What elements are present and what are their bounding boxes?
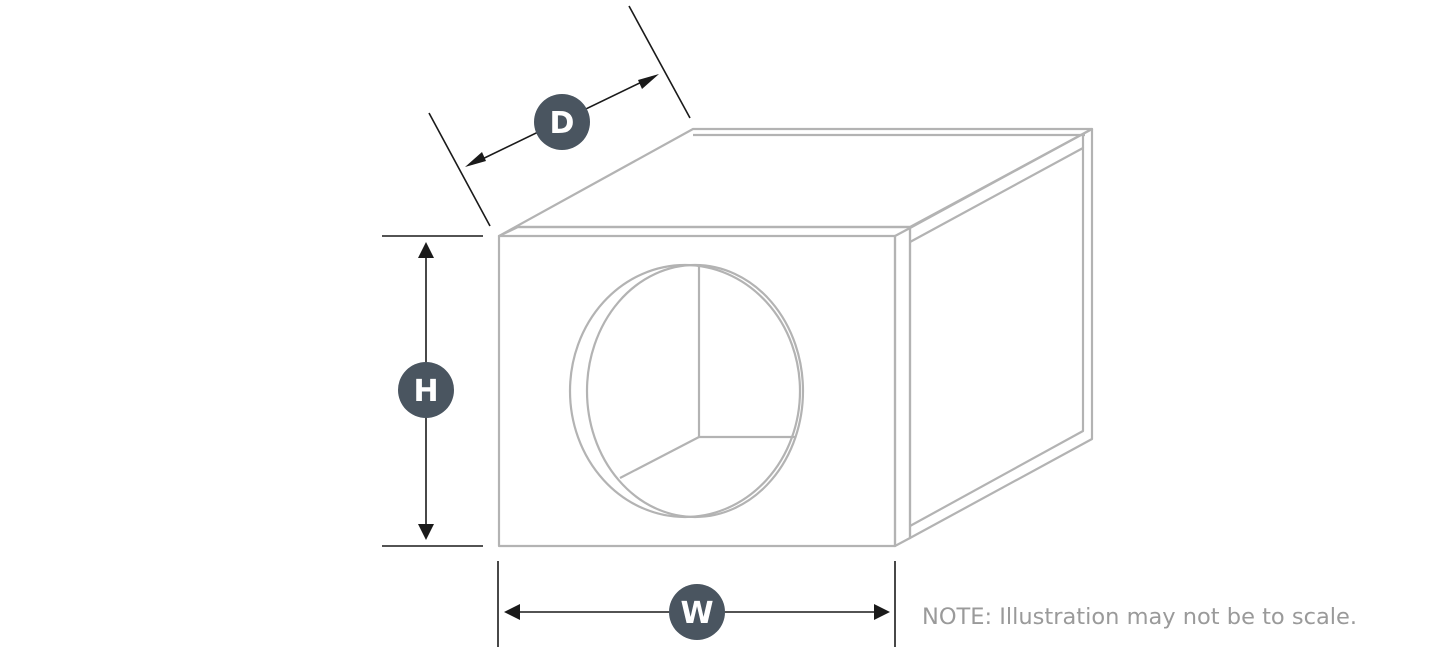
front-edge-strip (893, 226, 912, 548)
depth-extension-line-front (428, 112, 491, 227)
width-badge: W (669, 584, 725, 640)
depth-badge: D (534, 94, 590, 150)
height-arrowhead-top (418, 242, 434, 258)
speaker-port-inner (585, 263, 805, 519)
width-arrowhead-left (504, 604, 520, 620)
side-face-inner-frame (909, 146, 1085, 527)
width-arrowhead-right (874, 604, 890, 620)
width-label: W (680, 596, 713, 631)
height-badge: H (398, 362, 454, 418)
height-arrowhead-bottom (418, 524, 434, 540)
height-dimension: H (382, 235, 483, 547)
enclosure-illustration (497, 127, 1094, 548)
depth-label: D (550, 106, 575, 141)
top-face (497, 127, 1094, 238)
interior-floor-edge (619, 436, 700, 479)
depth-extension-line-back (628, 5, 691, 119)
width-dimension: W (497, 561, 896, 647)
depth-arrowhead-end (638, 74, 659, 89)
front-face (497, 234, 897, 548)
side-face (908, 127, 1094, 540)
scale-note: NOTE: Illustration may not be to scale. (922, 605, 1357, 630)
height-label: H (413, 374, 438, 409)
depth-arrowhead-start (465, 152, 486, 167)
speaker-port-outer (568, 263, 802, 519)
depth-dimension: D (428, 5, 691, 227)
